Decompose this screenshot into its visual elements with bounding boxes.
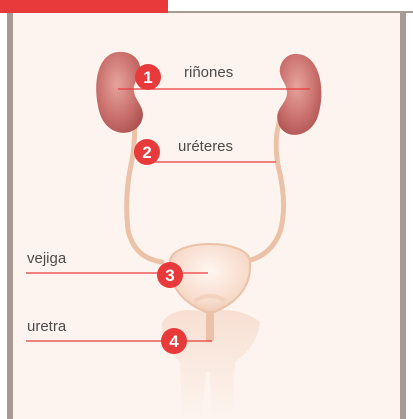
badge-2-number: 2: [142, 143, 151, 162]
vejiga-label: vejiga: [27, 250, 66, 267]
badge-1-number: 1: [143, 68, 152, 87]
badge-1: 1: [135, 64, 161, 90]
badge-4: 4: [161, 328, 187, 354]
urethra: [206, 312, 214, 342]
ureteres-label: uréteres: [178, 138, 233, 155]
uretra-label: uretra: [27, 318, 66, 335]
badge-3-number: 3: [165, 266, 174, 285]
left-kidney: [96, 52, 143, 133]
badge-4-number: 4: [169, 332, 179, 351]
right-kidney: [277, 54, 321, 135]
badge-3: 3: [157, 262, 183, 288]
right-ureter: [242, 106, 286, 262]
badge-2: 2: [134, 139, 160, 165]
rinones-label: riñones: [184, 64, 233, 81]
